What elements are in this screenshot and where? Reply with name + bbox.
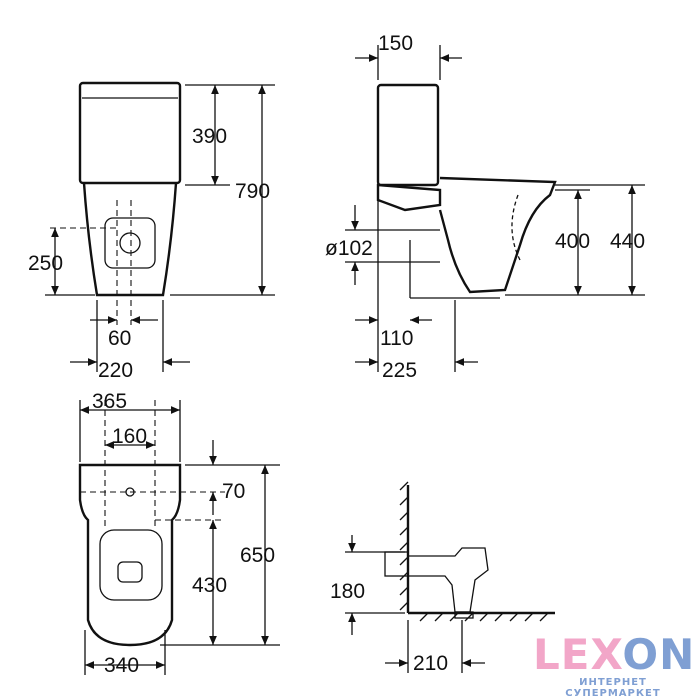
dim-outlet-height: 250	[28, 252, 63, 275]
dim-hole-offset: 70	[222, 480, 245, 503]
logo-text-n: N	[659, 630, 696, 679]
side-view: 150 400 440 ø102 110 225	[325, 32, 645, 382]
dim-outlet-offset: 110	[380, 327, 413, 350]
dim-base-width: 220	[98, 359, 133, 382]
dim-bowl-height-inner: 400	[555, 230, 590, 253]
top-view: 365 160 70 650 430 340	[78, 390, 280, 677]
dim-bowl-height-outer: 440	[610, 230, 645, 253]
dim-bowl-length: 430	[192, 574, 227, 597]
logo-power-o: O	[622, 630, 660, 679]
dim-wall-distance: 210	[413, 652, 448, 675]
lexon-logo: LEXON ИНТЕРНЕТ СУПЕРМАРКЕТ	[533, 630, 696, 700]
dim-tank-height: 390	[192, 125, 227, 148]
dim-total-height: 790	[235, 180, 270, 203]
dim-tank-depth: 150	[378, 32, 413, 55]
dim-bowl-width: 340	[104, 654, 139, 677]
installation-view: 180 210	[330, 481, 555, 675]
front-view: 390 790 250 60 220	[28, 81, 275, 382]
dim-install-outlet-height: 180	[330, 580, 365, 603]
logo-tagline: ИНТЕРНЕТ СУПЕРМАРКЕТ	[565, 677, 661, 699]
dim-hole-spacing: 160	[112, 425, 147, 448]
dim-outlet-diameter: ø102	[325, 237, 373, 260]
dim-outlet-distance: 225	[382, 359, 417, 382]
dim-inlet-offset: 60	[108, 327, 131, 350]
dim-tank-width: 365	[92, 390, 127, 413]
logo-text-lex: LEX	[533, 630, 623, 679]
dim-total-length: 650	[240, 544, 275, 567]
